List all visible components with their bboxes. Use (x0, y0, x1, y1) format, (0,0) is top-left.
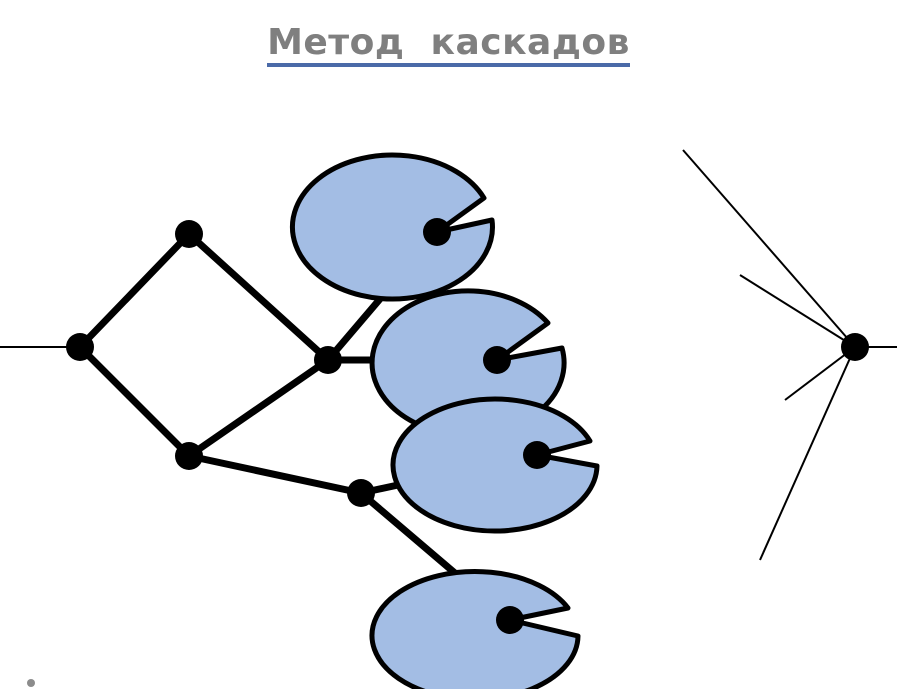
node-7 (523, 441, 551, 469)
node-6 (347, 479, 375, 507)
edge-4 (185, 356, 332, 460)
node-source (66, 333, 94, 361)
page-title: Метод каскадов (0, 22, 897, 67)
edge-7 (185, 452, 365, 497)
edge-1 (76, 230, 193, 351)
node-5 (483, 346, 511, 374)
node-8 (496, 606, 524, 634)
thin-connectors (0, 149, 897, 561)
nodes (66, 218, 869, 634)
node-3 (314, 346, 342, 374)
node-2 (175, 442, 203, 470)
node-sink (841, 333, 869, 361)
bullet-dot (27, 679, 35, 687)
node-1 (175, 220, 203, 248)
bubbles (289, 152, 600, 689)
edge-3 (185, 230, 332, 364)
page-title-text: Метод каскадов (267, 22, 630, 67)
bubble-4 (369, 569, 581, 689)
bubble-3 (390, 396, 600, 534)
connector-3 (682, 149, 856, 348)
connector-5 (784, 346, 856, 401)
connector-4 (739, 274, 856, 348)
node-4 (423, 218, 451, 246)
bubble-1 (289, 152, 495, 302)
connector-6 (759, 346, 856, 561)
edge-2 (76, 343, 193, 460)
